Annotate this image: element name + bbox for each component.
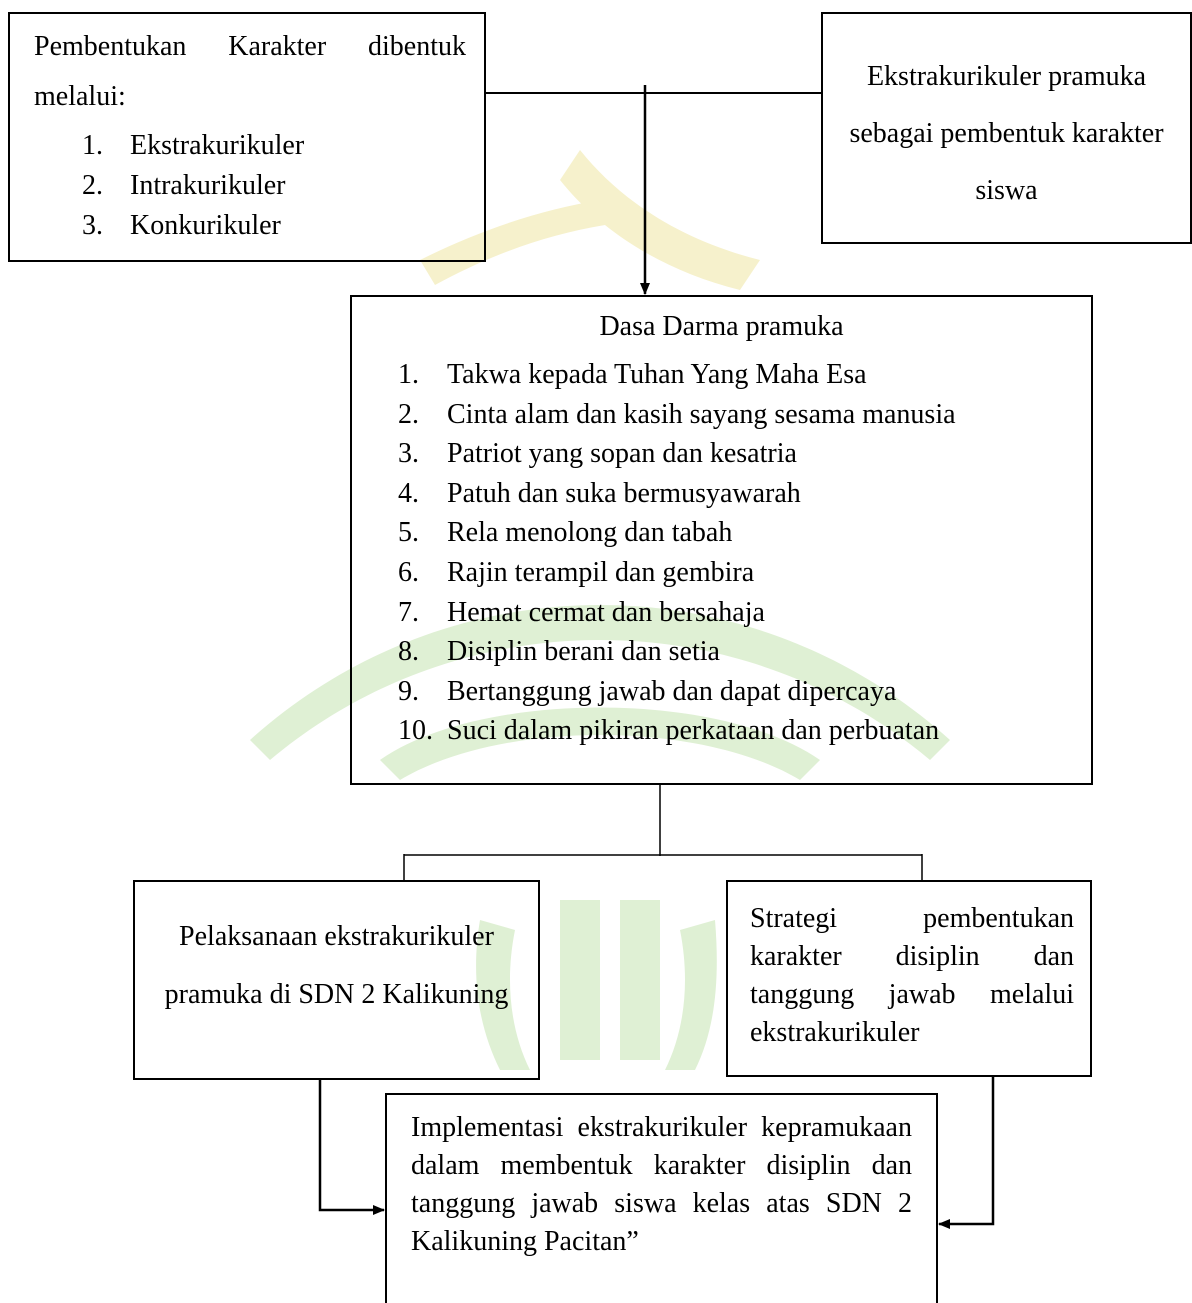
item-number: 1. — [82, 130, 103, 161]
list-item: 1. Takwa kepada Tuhan Yang Maha Esa — [398, 355, 1085, 395]
list-item: 9. Bertanggung jawab dan dapat dipercaya — [398, 672, 1085, 712]
item-text: Patuh dan suka bermusyawarah — [447, 477, 801, 509]
item-number: 5. — [398, 517, 419, 549]
list-item: 5. Rela menolong dan tabah — [398, 513, 1085, 553]
item-text: Hemat cermat dan bersahaja — [447, 596, 765, 628]
item-text: Cinta alam dan kasih sayang sesama manus… — [447, 398, 956, 430]
item-text: Ekstrakurikuler — [130, 130, 305, 161]
pramuka-box: Ekstrakurikuler pramuka sebagai pembentu… — [821, 12, 1192, 244]
dasa-darma-box: Dasa Darma pramuka 1. Takwa kepada Tuhan … — [350, 295, 1093, 785]
list-item: 3. Konkurikuler — [82, 206, 466, 246]
item-number: 2. — [82, 170, 103, 201]
pelaksanaan-text: Pelaksanaan ekstrakurikuler pramuka di S… — [164, 921, 509, 1010]
item-number: 7. — [398, 596, 419, 628]
item-number: 2. — [398, 398, 419, 430]
karakter-intro: Pembentukan Karakter dibentuk melalui: — [34, 31, 466, 112]
item-text: Takwa kepada Tuhan Yang Maha Esa — [447, 359, 867, 390]
implementasi-text: Implementasi ekstrakurikuler kepramukaan… — [411, 1112, 912, 1257]
strategi-text: Strategi pembentukan karakter disiplin d… — [750, 903, 1074, 1048]
item-number: 3. — [398, 438, 419, 470]
item-number: 10. — [398, 715, 433, 747]
item-text: Bertanggung jawab dan dapat dipercaya — [447, 675, 897, 707]
pelaksanaan-box: Pelaksanaan ekstrakurikuler pramuka di S… — [133, 880, 540, 1080]
item-number: 4. — [398, 477, 419, 509]
list-item: 4. Patuh dan suka bermusyawarah — [398, 474, 1085, 514]
item-number: 8. — [398, 636, 419, 668]
item-text: Intrakurikuler — [130, 170, 286, 201]
pramuka-text: Ekstrakurikuler pramuka sebagai pembentu… — [849, 61, 1164, 206]
item-text: Rela menolong dan tabah — [447, 517, 733, 549]
list-item: 3. Patriot yang sopan dan kesatria — [398, 434, 1085, 474]
item-number: 3. — [82, 210, 103, 241]
item-text: Suci dalam pikiran perkataan dan perbuat… — [447, 715, 940, 747]
list-item: 7. Hemat cermat dan bersahaja — [398, 593, 1085, 633]
strategi-box: Strategi pembentukan karakter disiplin d… — [726, 880, 1092, 1077]
list-item: 10. Suci dalam pikiran perkataan dan perb… — [398, 711, 1085, 751]
karakter-box: Pembentukan Karakter dibentuk melalui: 1… — [8, 12, 486, 262]
list-item: 2. Cinta alam dan kasih sayang sesama man… — [398, 395, 1085, 435]
item-text: Disiplin berani dan setia — [447, 636, 720, 668]
item-text: Rajin terampil dan gembira — [447, 556, 755, 588]
item-text: Konkurikuler — [130, 210, 281, 241]
item-text: Patriot yang sopan dan kesatria — [447, 438, 797, 470]
item-number: 6. — [398, 556, 419, 588]
list-item: 2. Intrakurikuler — [82, 166, 466, 206]
karakter-list: 1. Ekstrakurikuler 2. Intrakurikuler 3. Kon… — [82, 126, 466, 246]
dasa-darma-list: 1. Takwa kepada Tuhan Yang Maha Esa 2. Cin… — [398, 355, 1085, 751]
list-item: 8. Disiplin berani dan setia — [398, 632, 1085, 672]
item-number: 9. — [398, 675, 419, 707]
list-item: 6. Rajin terampil dan gembira — [398, 553, 1085, 593]
list-item: 1. Ekstrakurikuler — [82, 126, 466, 166]
dasa-darma-title: Dasa Darma pramuka — [599, 311, 844, 342]
implementasi-box: Implementasi ekstrakurikuler kepramukaan… — [385, 1093, 938, 1303]
item-number: 1. — [398, 359, 419, 390]
